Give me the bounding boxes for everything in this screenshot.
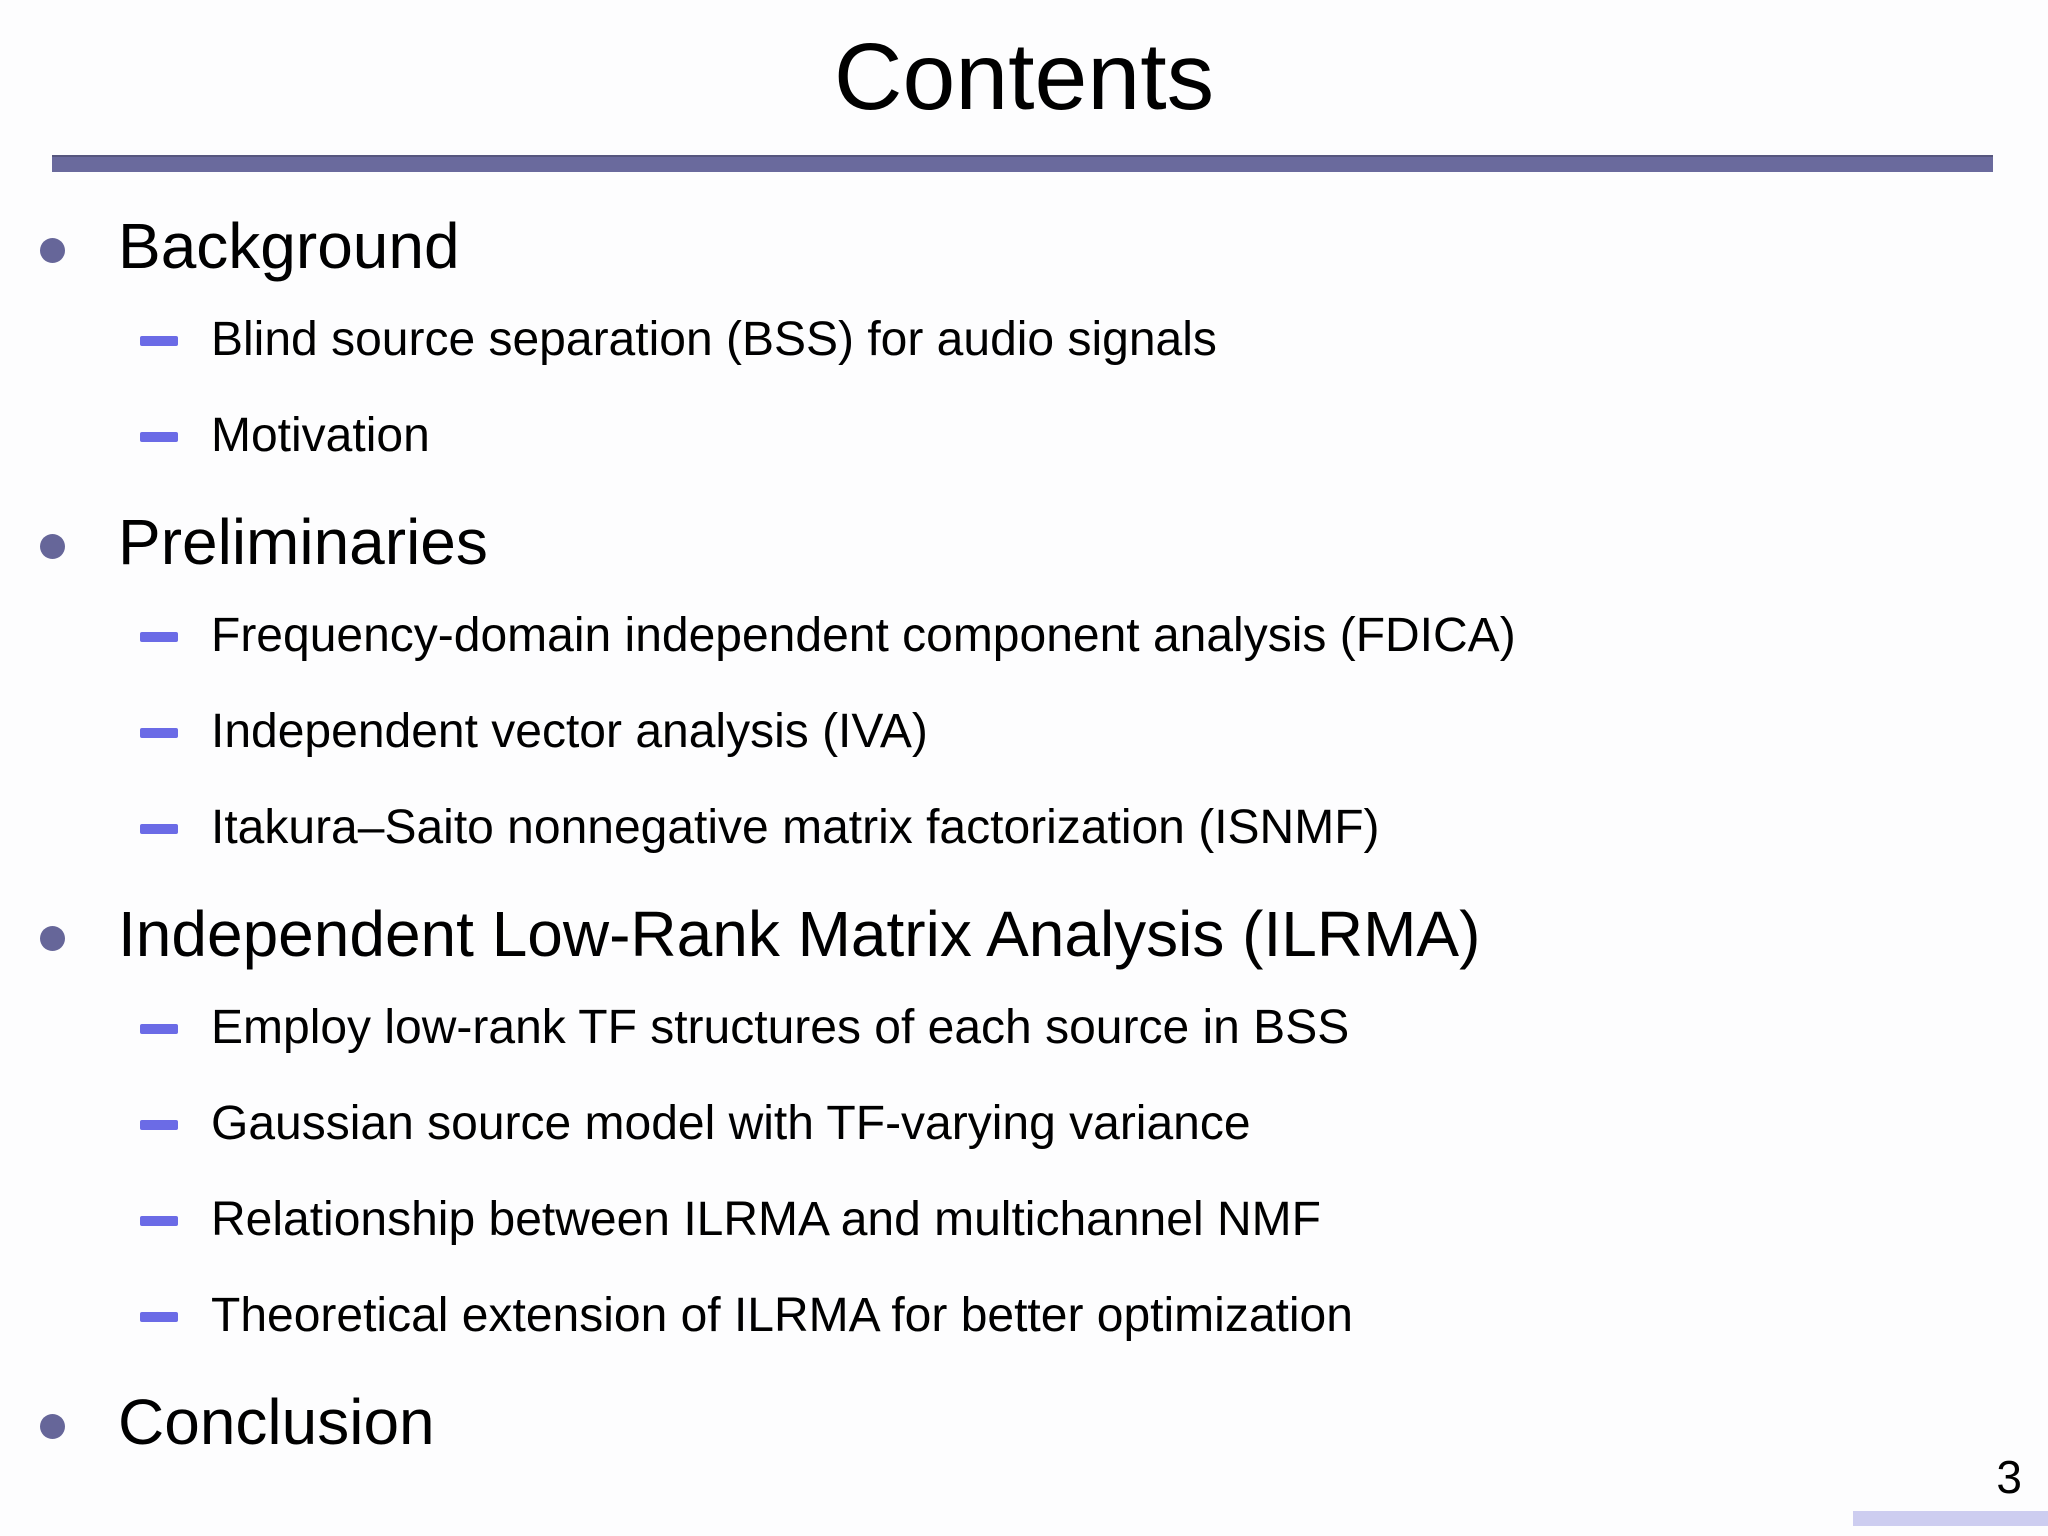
toc-item: Preliminaries [0,502,2048,582]
page-title: Contents [833,24,1215,130]
dash-icon [140,336,178,346]
toc-item: Conclusion [0,1382,2048,1462]
toc-item-label: Itakura–Saito nonnegative matrix factori… [211,801,1380,854]
toc-item: Theoretical extension of ILRMA for bette… [0,1286,2048,1346]
toc-item-label: Independent vector analysis (IVA) [211,705,928,758]
toc-item-label: Blind source separation (BSS) for audio … [211,313,1217,366]
bullet-icon [40,238,65,263]
toc-item: Employ low-rank TF structures of each so… [0,998,2048,1058]
dash-icon [140,824,178,834]
footer-accent-bar [1853,1511,2048,1526]
toc-item-label: Motivation [211,409,430,462]
toc-item: Independent Low-Rank Matrix Analysis (IL… [0,894,2048,974]
table-of-contents: Background Blind source separation (BSS)… [0,172,2048,1462]
toc-item: Frequency-domain independent component a… [0,606,2048,666]
dash-icon [140,1120,178,1130]
toc-item: Blind source separation (BSS) for audio … [0,310,2048,370]
title-divider-rule [52,155,1993,172]
toc-item-label: Independent Low-Rank Matrix Analysis (IL… [118,898,1481,970]
toc-item: Relationship between ILRMA and multichan… [0,1190,2048,1250]
dash-icon [140,432,178,442]
toc-item-label: Theoretical extension of ILRMA for bette… [211,1289,1353,1342]
toc-item-label: Relationship between ILRMA and multichan… [211,1193,1321,1246]
toc-item-label: Preliminaries [118,506,488,578]
toc-item-label: Employ low-rank TF structures of each so… [211,1001,1350,1054]
bullet-icon [40,534,65,559]
toc-item: Itakura–Saito nonnegative matrix factori… [0,798,2048,858]
dash-icon [140,1024,178,1034]
bullet-icon [40,1414,65,1439]
toc-item: Independent vector analysis (IVA) [0,702,2048,762]
toc-item-label: Gaussian source model with TF-varying va… [211,1097,1251,1150]
toc-item: Background [0,206,2048,286]
toc-item: Gaussian source model with TF-varying va… [0,1094,2048,1154]
dash-icon [140,1216,178,1226]
dash-icon [140,728,178,738]
toc-item-label: Conclusion [118,1386,435,1458]
page-number: 3 [1996,1451,2022,1503]
toc-item-label: Frequency-domain independent component a… [211,609,1516,662]
toc-item-label: Background [118,210,460,282]
toc-item: Motivation [0,406,2048,466]
dash-icon [140,1312,178,1322]
dash-icon [140,632,178,642]
bullet-icon [40,926,65,951]
